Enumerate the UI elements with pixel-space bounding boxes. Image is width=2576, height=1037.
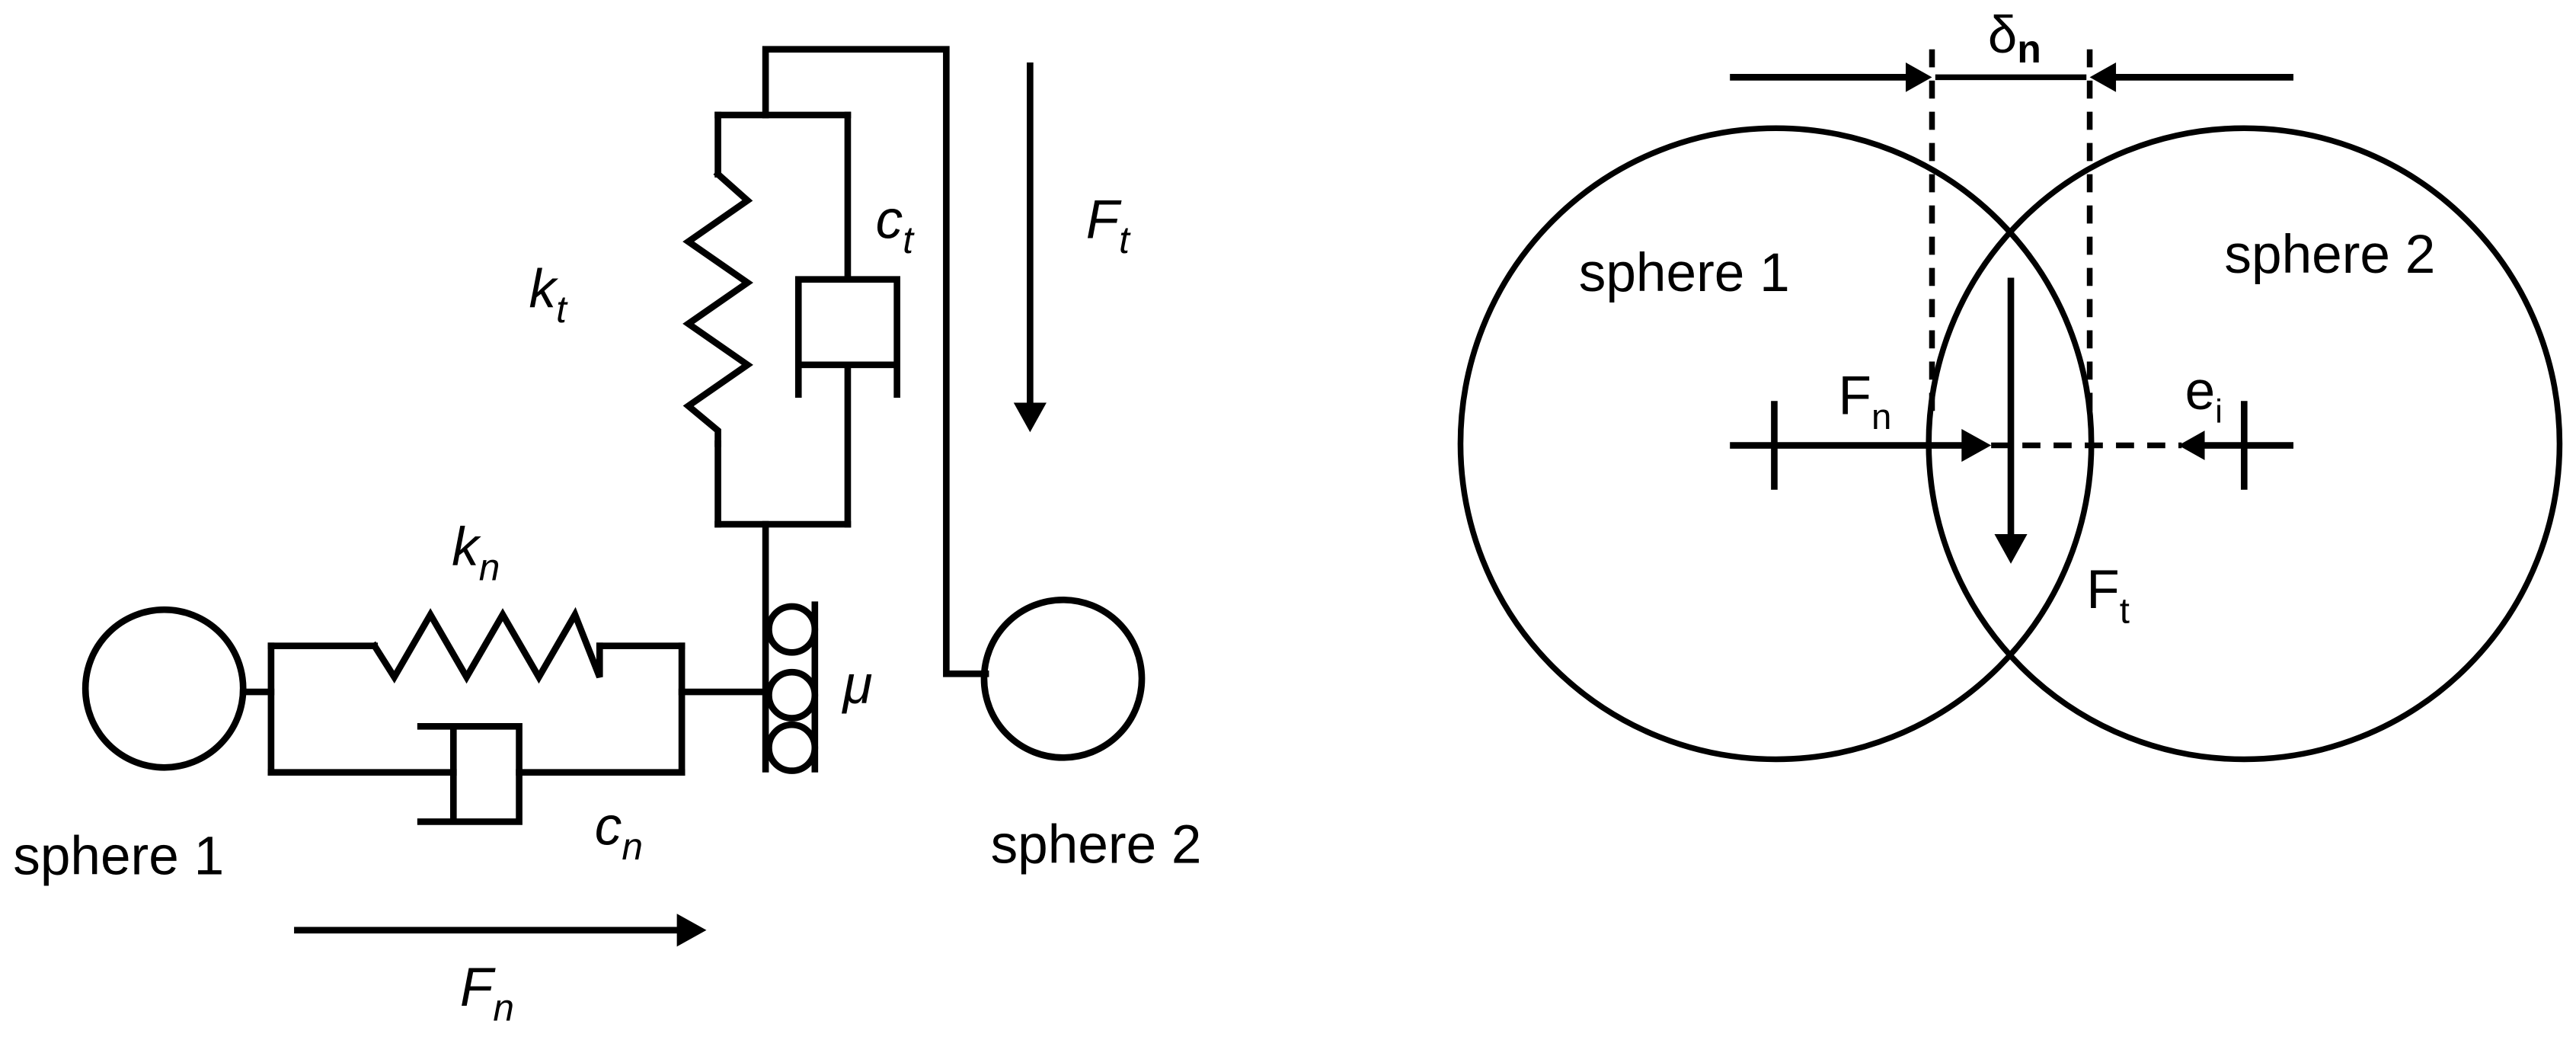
sphere-1-circle: [81, 606, 247, 771]
normal-damping-label: cn: [595, 797, 643, 868]
overlap-tangential-force-arrow: [1994, 277, 2028, 564]
sphere-overlap-diagram: sphere 1 sphere 2 δn Fn Ft ei: [1457, 5, 2563, 763]
right-sphere-1-label: sphere 1: [1579, 243, 1790, 303]
left-sphere-1-label: sphere 1: [13, 826, 224, 886]
overlap-distance-label: δn: [1988, 5, 2041, 71]
right-normal-force-label: Fn: [1839, 366, 1892, 437]
sphere-2-circle: [980, 596, 1146, 761]
eccentricity-label: ei: [2185, 361, 2223, 430]
friction-slider: [762, 520, 819, 774]
tangential-stiffness-label: kt: [529, 259, 569, 330]
tangential-force-arrow: [1013, 62, 1047, 433]
right-tangential-force-label: Ft: [2086, 560, 2130, 631]
tangential-damping-label: ct: [876, 190, 916, 261]
overlap-reaction-arrow: [2178, 401, 2294, 490]
normal-spring: [369, 607, 603, 684]
right-sphere-2-label: sphere 2: [2224, 225, 2435, 285]
tangential-spring: [682, 169, 753, 447]
normal-spring-dashpot-frame: [239, 642, 769, 776]
normal-force-arrow: [294, 914, 707, 947]
left-sphere-2-label: sphere 2: [991, 815, 1202, 875]
normal-dashpot: [417, 723, 523, 825]
spring-dashpot-model: sphere 1 sphere 2 kn cn kt ct μ Fn Ft: [13, 46, 1202, 1029]
left-normal-force-label: Fn: [460, 958, 514, 1029]
friction-coefficient-label: μ: [841, 655, 872, 715]
overlap-normal-force-arrow: [1730, 401, 1992, 490]
normal-stiffness-label: kn: [452, 517, 500, 588]
left-tangential-force-label: Ft: [1086, 190, 1131, 261]
tangential-dashpot: [794, 276, 900, 398]
overlap-dimension: [1730, 62, 2294, 92]
tangential-spring-dashpot-frame: [714, 46, 989, 677]
